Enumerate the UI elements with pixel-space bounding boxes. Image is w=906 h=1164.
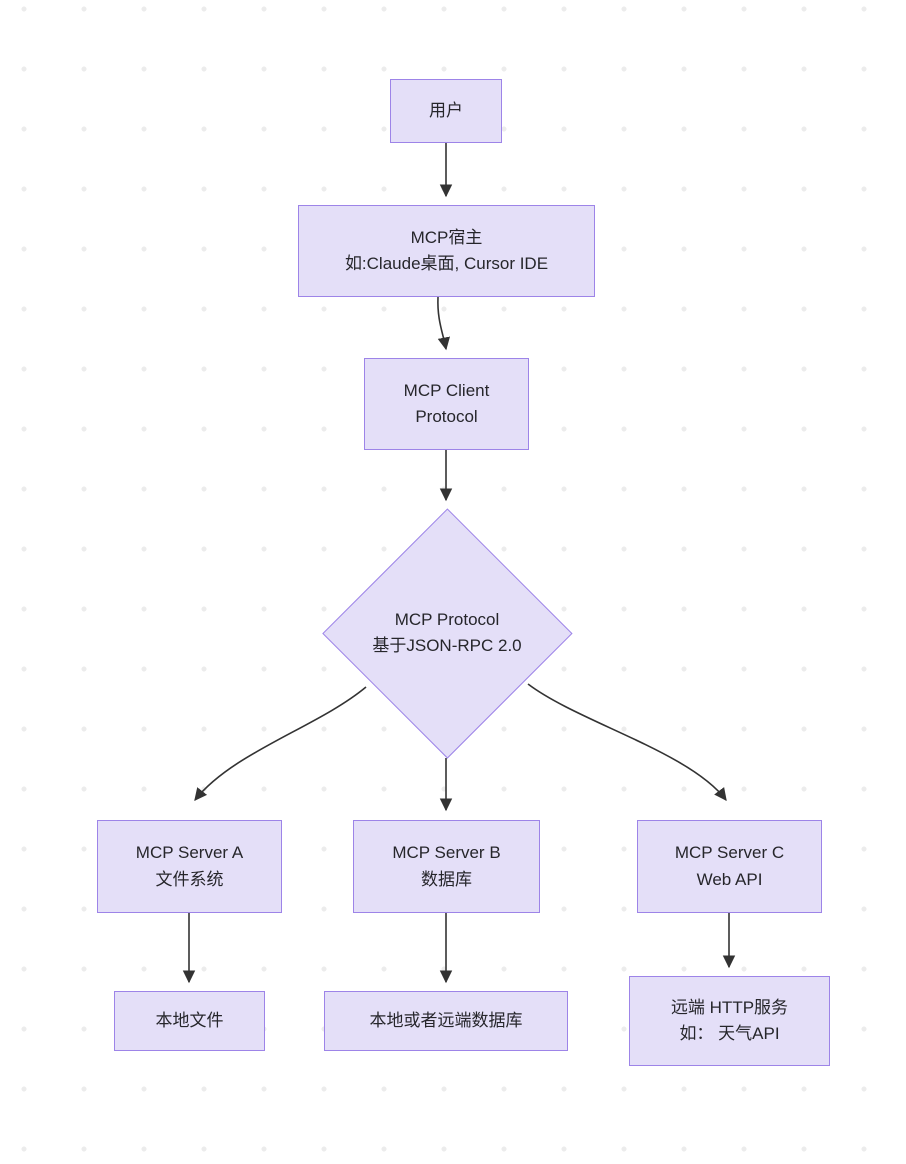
- node-http-service-line-1: 远端 HTTP服务: [670, 997, 789, 1017]
- node-server-c-line-2: Web API: [696, 869, 763, 889]
- node-mcp-protocol[interactable]: MCP Protocol 基于JSON-RPC 2.0: [321, 507, 573, 759]
- node-mcp-protocol-label: MCP Protocol 基于JSON-RPC 2.0: [322, 508, 572, 758]
- node-server-c[interactable]: MCP Server C Web API: [637, 820, 822, 913]
- node-server-b-line-1: MCP Server B: [392, 843, 501, 863]
- node-server-a[interactable]: MCP Server A 文件系统: [97, 820, 282, 913]
- node-mcp-protocol-line-1: MCP Protocol: [394, 609, 500, 629]
- node-mcp-protocol-line-2: 基于JSON-RPC 2.0: [372, 636, 522, 655]
- node-database[interactable]: 本地或者远端数据库: [324, 991, 568, 1051]
- node-mcp-host-line-1: MCP宿主: [410, 227, 483, 247]
- node-mcp-host[interactable]: MCP宿主 如:Claude桌面, Cursor IDE: [298, 205, 595, 297]
- edge-host-to-client: [437, 296, 451, 351]
- node-database-line-1: 本地或者远端数据库: [369, 1010, 523, 1030]
- node-server-a-line-2: 文件系统: [155, 869, 224, 889]
- node-server-c-line-1: MCP Server C: [674, 843, 785, 863]
- node-user[interactable]: 用户: [390, 79, 502, 143]
- node-mcp-client-line-1: MCP Client: [403, 380, 490, 400]
- node-http-service-line-2: 如： 天气API: [679, 1024, 780, 1043]
- node-local-files-line-1: 本地文件: [155, 1010, 224, 1030]
- node-local-files[interactable]: 本地文件: [114, 991, 265, 1051]
- node-http-service[interactable]: 远端 HTTP服务 如： 天气API: [629, 976, 830, 1066]
- node-mcp-client[interactable]: MCP Client Protocol: [364, 358, 529, 450]
- node-server-a-line-1: MCP Server A: [135, 843, 244, 863]
- node-mcp-client-line-2: Protocol: [415, 407, 478, 426]
- node-server-b-line-2: 数据库: [421, 869, 472, 889]
- node-server-b[interactable]: MCP Server B 数据库: [353, 820, 540, 913]
- node-mcp-host-line-2: 如:Claude桌面, Cursor IDE: [344, 254, 549, 273]
- node-user-line-1: 用户: [429, 100, 463, 120]
